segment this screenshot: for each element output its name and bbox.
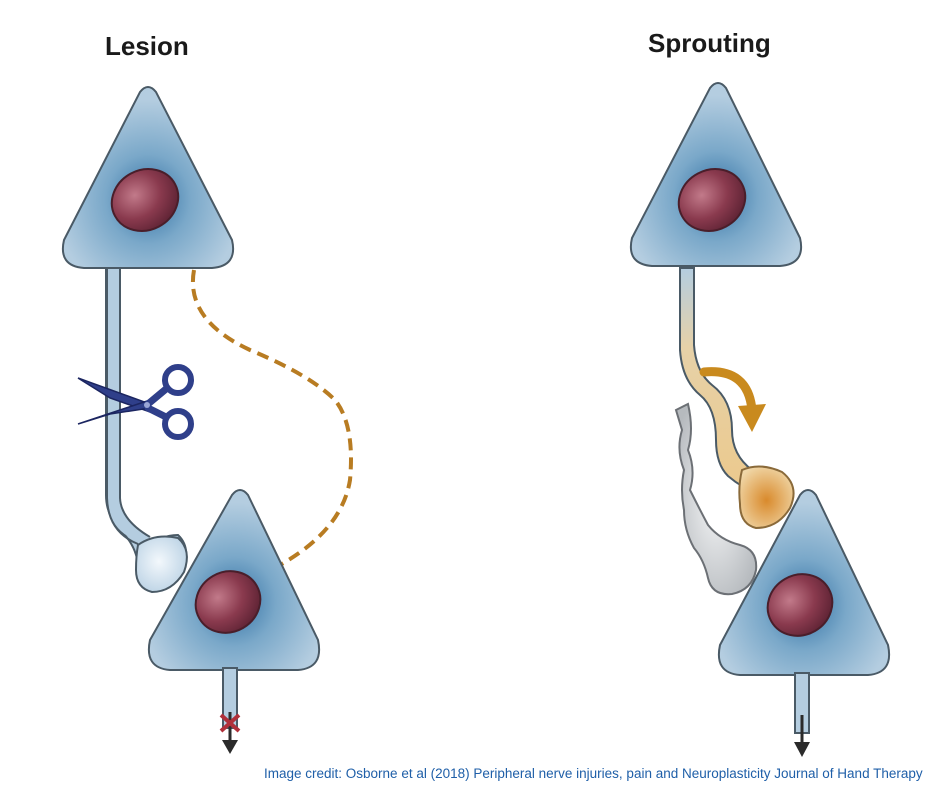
lesion-title: Lesion xyxy=(105,31,189,61)
lost-connection-path xyxy=(190,269,353,567)
sprouting-arrow-icon xyxy=(699,367,766,432)
lesion-terminal-bulb xyxy=(134,535,188,594)
sprouting-bottom-nucleus xyxy=(766,573,834,637)
axon-curve-outline xyxy=(106,497,151,545)
output-arrow-icon xyxy=(222,712,238,754)
lesion-top-nucleus xyxy=(110,168,180,232)
scissors-icon xyxy=(77,364,194,440)
lesion-bottom-nucleus xyxy=(194,570,262,634)
block-x-icon xyxy=(219,713,241,733)
image-credit: Image credit: Osborne et al (2018) Perip… xyxy=(264,766,923,781)
sprouting-title: Sprouting xyxy=(648,28,771,58)
sprouting-axon xyxy=(679,267,777,497)
sprout-terminal-bulb xyxy=(738,465,795,530)
lesioned-axon-shaft xyxy=(106,261,121,503)
sprouting-panel xyxy=(630,82,890,757)
degenerating-axon xyxy=(674,402,758,596)
lesion-panel xyxy=(62,86,353,754)
output-arrow-icon xyxy=(794,715,810,757)
sprouting-top-nucleus xyxy=(677,168,747,232)
